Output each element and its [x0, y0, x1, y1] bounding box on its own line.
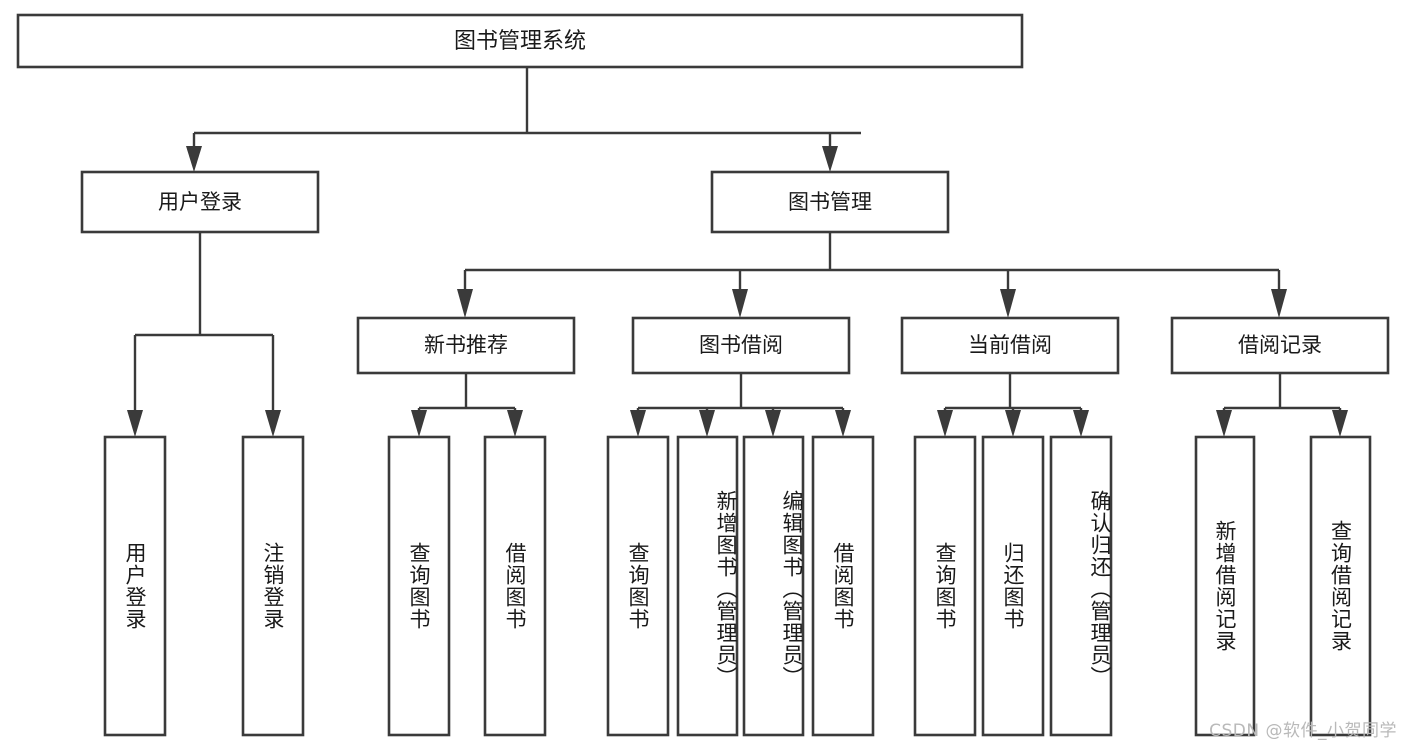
arrow-head-icon [1332, 410, 1348, 437]
leaf-box-query-borrow-record[interactable] [1309, 435, 1372, 737]
leaf-box-query-book-current[interactable] [913, 435, 977, 737]
arrow-head-icon [630, 410, 646, 437]
connector-root-to-level1 [186, 67, 861, 172]
arrow-head-icon [699, 410, 715, 437]
arrow-head-icon [186, 146, 202, 172]
connector-borrow-record-to-leaves [1216, 373, 1348, 437]
connector-new-book-recommend-to-leaves [411, 373, 523, 437]
node-current-borrow[interactable]: 当前借阅 [900, 316, 1120, 375]
node-book-borrow[interactable]: 图书借阅 [631, 316, 851, 375]
arrow-head-icon [1271, 289, 1287, 318]
node-new-book-recommend-label: 新书推荐 [424, 333, 508, 357]
leaf-box-add-book[interactable] [676, 435, 739, 737]
node-new-book-recommend[interactable]: 新书推荐 [356, 316, 576, 375]
connector-current-borrow-to-leaves [937, 373, 1089, 437]
connector-book-borrow-to-leaves [630, 373, 851, 437]
leaf-box-user-login[interactable] [103, 435, 167, 737]
node-book-management[interactable]: 图书管理 [710, 170, 950, 234]
leaf-box-logout[interactable] [241, 435, 305, 737]
node-root-box[interactable] [16, 13, 1024, 69]
arrow-head-icon [1216, 410, 1232, 437]
node-new-book-recommend-box[interactable] [356, 316, 576, 375]
node-book-borrow-label: 图书借阅 [699, 333, 783, 357]
arrow-head-icon [835, 410, 851, 437]
node-current-borrow-label: 当前借阅 [968, 333, 1052, 357]
arrow-head-icon [937, 410, 953, 437]
watermark-text: CSDN @软件_小贺同学 [1209, 721, 1397, 741]
node-user-login[interactable]: 用户登录 [80, 170, 320, 234]
leaf-box-confirm-return[interactable] [1049, 435, 1113, 737]
node-user-login-label: 用户登录 [158, 190, 242, 214]
arrow-head-icon [1000, 289, 1016, 318]
node-borrow-record[interactable]: 借阅记录 [1170, 316, 1390, 375]
arrow-head-icon [765, 410, 781, 437]
leaf-box-add-borrow-record[interactable] [1194, 435, 1256, 737]
arrow-head-icon [507, 410, 523, 437]
leaf-box-query-book-borrow[interactable] [606, 435, 670, 737]
connector-user-login-to-leaves [127, 232, 281, 437]
arrow-head-icon [1073, 410, 1089, 437]
node-root[interactable]: 图书管理系统 [16, 13, 1024, 69]
arrow-head-icon [127, 410, 143, 437]
arrow-head-icon [411, 410, 427, 437]
arrow-head-icon [457, 289, 473, 318]
node-root-label: 图书管理系统 [454, 29, 586, 54]
leaf-box-query-book-recommend[interactable] [387, 435, 451, 737]
arrow-head-icon [1005, 410, 1021, 437]
node-user-login-box[interactable] [80, 170, 320, 234]
leaf-box-edit-book[interactable] [742, 435, 805, 737]
node-borrow-record-label: 借阅记录 [1238, 333, 1322, 357]
leaf-box-borrow-book[interactable] [811, 435, 875, 737]
connector-book-management-to-level2 [457, 232, 1287, 318]
arrow-head-icon [822, 146, 838, 172]
arrow-head-icon [732, 289, 748, 318]
arrow-head-icon [265, 410, 281, 437]
node-book-management-label: 图书管理 [788, 190, 872, 214]
leaf-box-return-book[interactable] [981, 435, 1045, 737]
node-current-borrow-box[interactable] [900, 316, 1120, 375]
leaf-box-borrow-book-recommend[interactable] [483, 435, 547, 737]
